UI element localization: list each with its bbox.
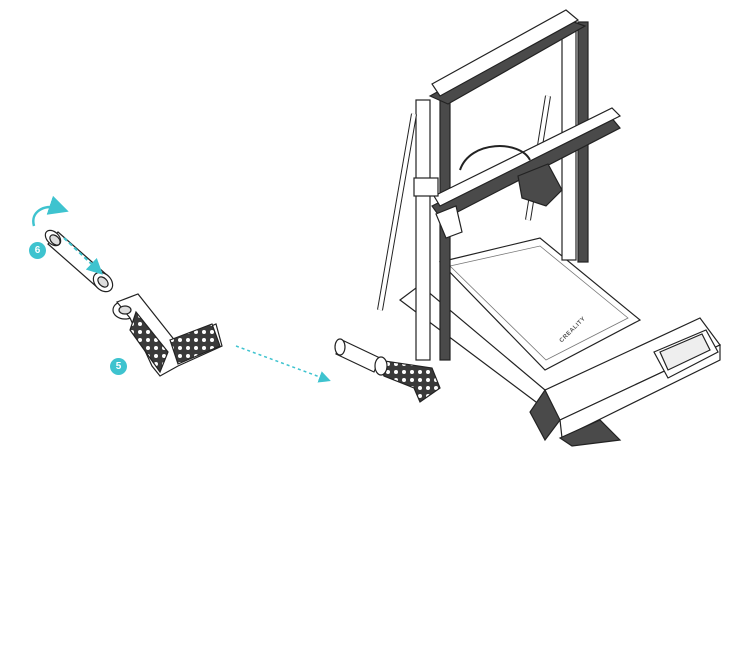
connector-arrow-icon bbox=[236, 346, 328, 380]
spool-holder-bracket bbox=[113, 294, 222, 376]
spool-tube bbox=[42, 227, 116, 295]
step-badge-5: 5 bbox=[110, 358, 127, 375]
3d-printer bbox=[335, 10, 720, 446]
rotate-arrow-icon bbox=[33, 207, 64, 226]
step-badge-6: 6 bbox=[29, 242, 46, 259]
